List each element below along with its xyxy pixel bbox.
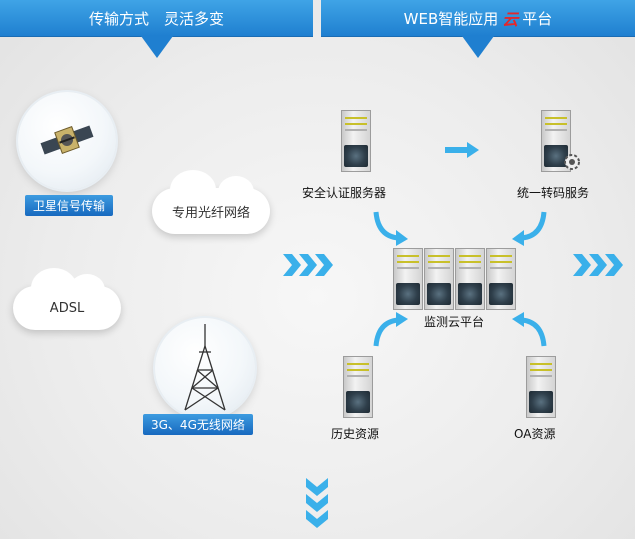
label-oa: OA资源 <box>514 427 556 441</box>
banner-web-platform: WEB智能应用 云 平台 <box>321 0 635 37</box>
label-fiber: 专用光纤网络 <box>171 205 250 221</box>
server-history <box>343 356 373 418</box>
curved-arrow-auth-to-cloud-icon <box>373 211 408 246</box>
label-adsl: ADSL <box>49 300 85 316</box>
label-cloud-platform: 监测云平台 <box>424 315 485 329</box>
server-oa <box>526 356 556 418</box>
server-cloud-2 <box>424 248 454 310</box>
curved-arrow-oa-to-cloud-icon <box>512 312 547 347</box>
gear-icon <box>564 154 580 170</box>
banner-platform-suffix: 平台 <box>522 9 553 28</box>
banner-platform-prefix: WEB智能应用 <box>403 9 499 28</box>
chevron-right-icon <box>283 254 333 276</box>
cloud-fiber: 专用光纤网络 <box>152 170 270 234</box>
cloud-adsl: ADSL <box>13 268 121 330</box>
tower-bubble <box>155 318 255 418</box>
banner-transmission: 传输方式 灵活多变 <box>0 0 313 37</box>
server-cloud-3 <box>455 248 485 310</box>
curved-arrow-transcode-to-cloud-icon <box>512 211 547 246</box>
banner-transmission-text: 传输方式 灵活多变 <box>88 9 224 28</box>
arrow-right-icon <box>445 142 479 158</box>
label-auth: 安全认证服务器 <box>302 186 387 200</box>
server-auth <box>341 110 371 172</box>
satellite-bubble <box>18 92 116 190</box>
curved-arrow-history-to-cloud-icon <box>373 312 408 347</box>
label-transcode: 统一转码服务 <box>517 186 590 200</box>
satellite-icon <box>40 125 94 155</box>
tag-mobile: 3G、4G无线网络 <box>143 414 253 435</box>
server-cloud-1 <box>393 248 423 310</box>
cloud-brand-logo: 云 <box>502 10 519 29</box>
chevron-down-icon <box>306 478 328 528</box>
label-history: 历史资源 <box>331 427 380 441</box>
server-cloud-4 <box>486 248 516 310</box>
chevron-right-output-icon <box>573 254 623 276</box>
tower-icon <box>184 324 226 411</box>
tag-satellite: 卫星信号传输 <box>25 195 114 216</box>
